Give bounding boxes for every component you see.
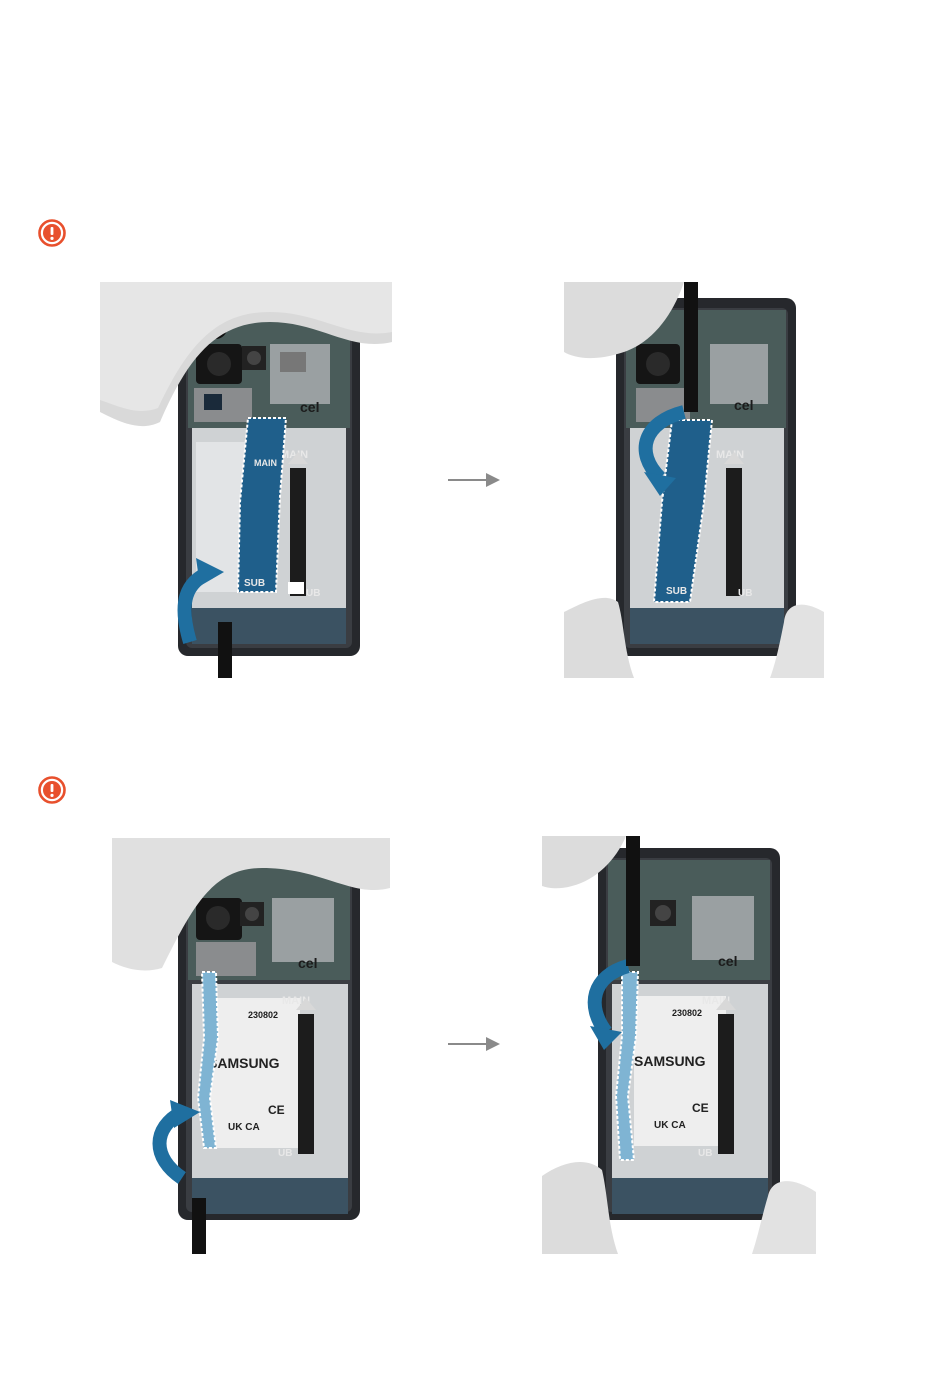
right-arrow-icon	[446, 1034, 502, 1054]
ukca-label: UK CA	[228, 1122, 260, 1133]
svg-text:UB: UB	[698, 1148, 712, 1159]
right-arrow-icon	[446, 470, 502, 490]
svg-text:230802: 230802	[672, 1008, 702, 1018]
step-photo-detach-main-cable: cel MAIN MAIN SUB UB	[100, 282, 392, 678]
svg-text:SUB: SUB	[666, 586, 687, 597]
warning-icon	[38, 776, 66, 804]
sub-label: SUB	[244, 578, 265, 589]
step-photo-remove-main-cable: cel MAIN SUB UB	[564, 282, 824, 678]
svg-text:UB: UB	[278, 1148, 292, 1159]
brand-label: SAMSUNG	[208, 1055, 280, 1071]
ce-label: CE	[268, 1103, 285, 1117]
ub-label: UB	[306, 588, 320, 599]
svg-text:cel: cel	[718, 953, 737, 969]
svg-text:SAMSUNG: SAMSUNG	[634, 1053, 706, 1069]
code-label: 230802	[248, 1010, 278, 1020]
warning-icon	[38, 219, 66, 247]
svg-text:MAIN: MAIN	[254, 458, 277, 468]
svg-text:CE: CE	[692, 1101, 709, 1115]
svg-text:UK CA: UK CA	[654, 1120, 686, 1131]
svg-text:UB: UB	[738, 588, 752, 599]
step-photo-remove-sub-cable: cel 230802 SAMSUNG CE UK CA MAIN UB	[542, 836, 816, 1254]
step-photo-detach-sub-cable: cel 230802 SAMSUNG CE UK CA MAIN UB	[112, 838, 390, 1254]
svg-text:cel: cel	[298, 955, 317, 971]
signature-text: cel	[300, 399, 319, 415]
svg-text:cel: cel	[734, 397, 753, 413]
